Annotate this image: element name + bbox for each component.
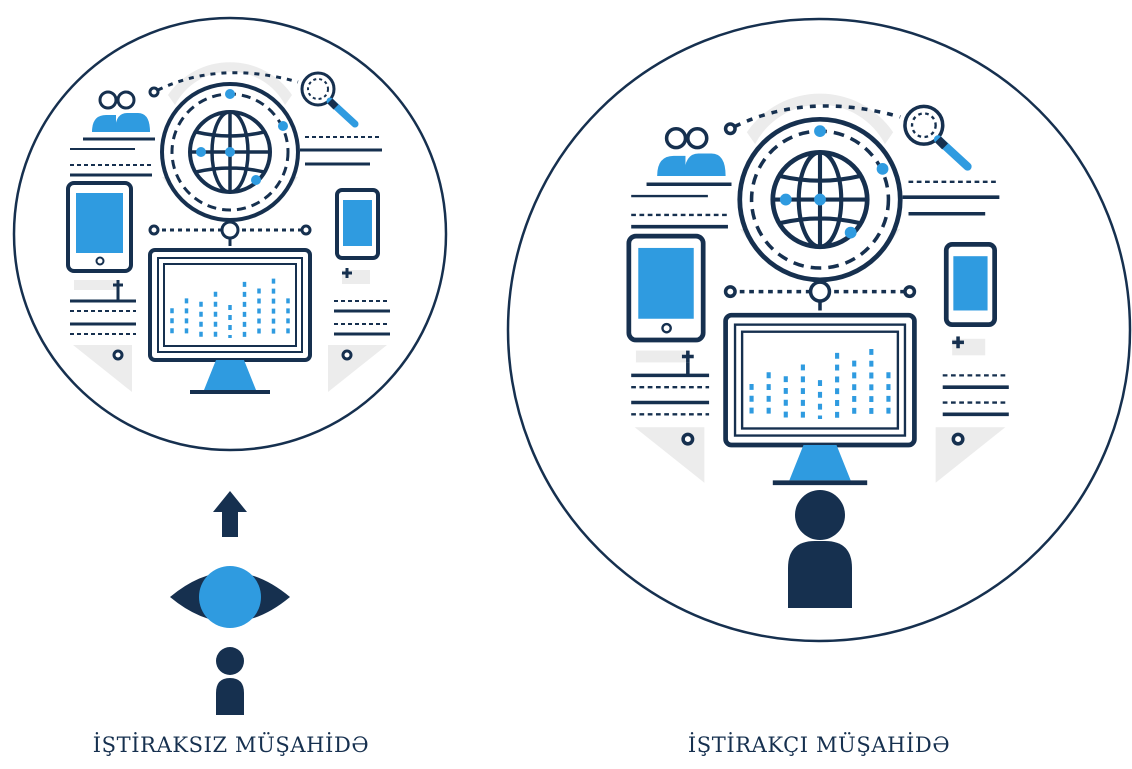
left-panel <box>12 16 448 715</box>
participant-person-icon <box>788 490 852 608</box>
non-participant-observation-caption: İŞTİRAKSIZ MÜŞAHİDƏ <box>92 733 370 757</box>
person-icon <box>216 647 244 715</box>
participant-observation-caption: İŞTİRAKÇI MÜŞAHİDƏ <box>687 733 951 757</box>
right-panel <box>506 17 1132 643</box>
eye-icon <box>170 566 290 628</box>
up-arrow-icon <box>213 491 247 537</box>
